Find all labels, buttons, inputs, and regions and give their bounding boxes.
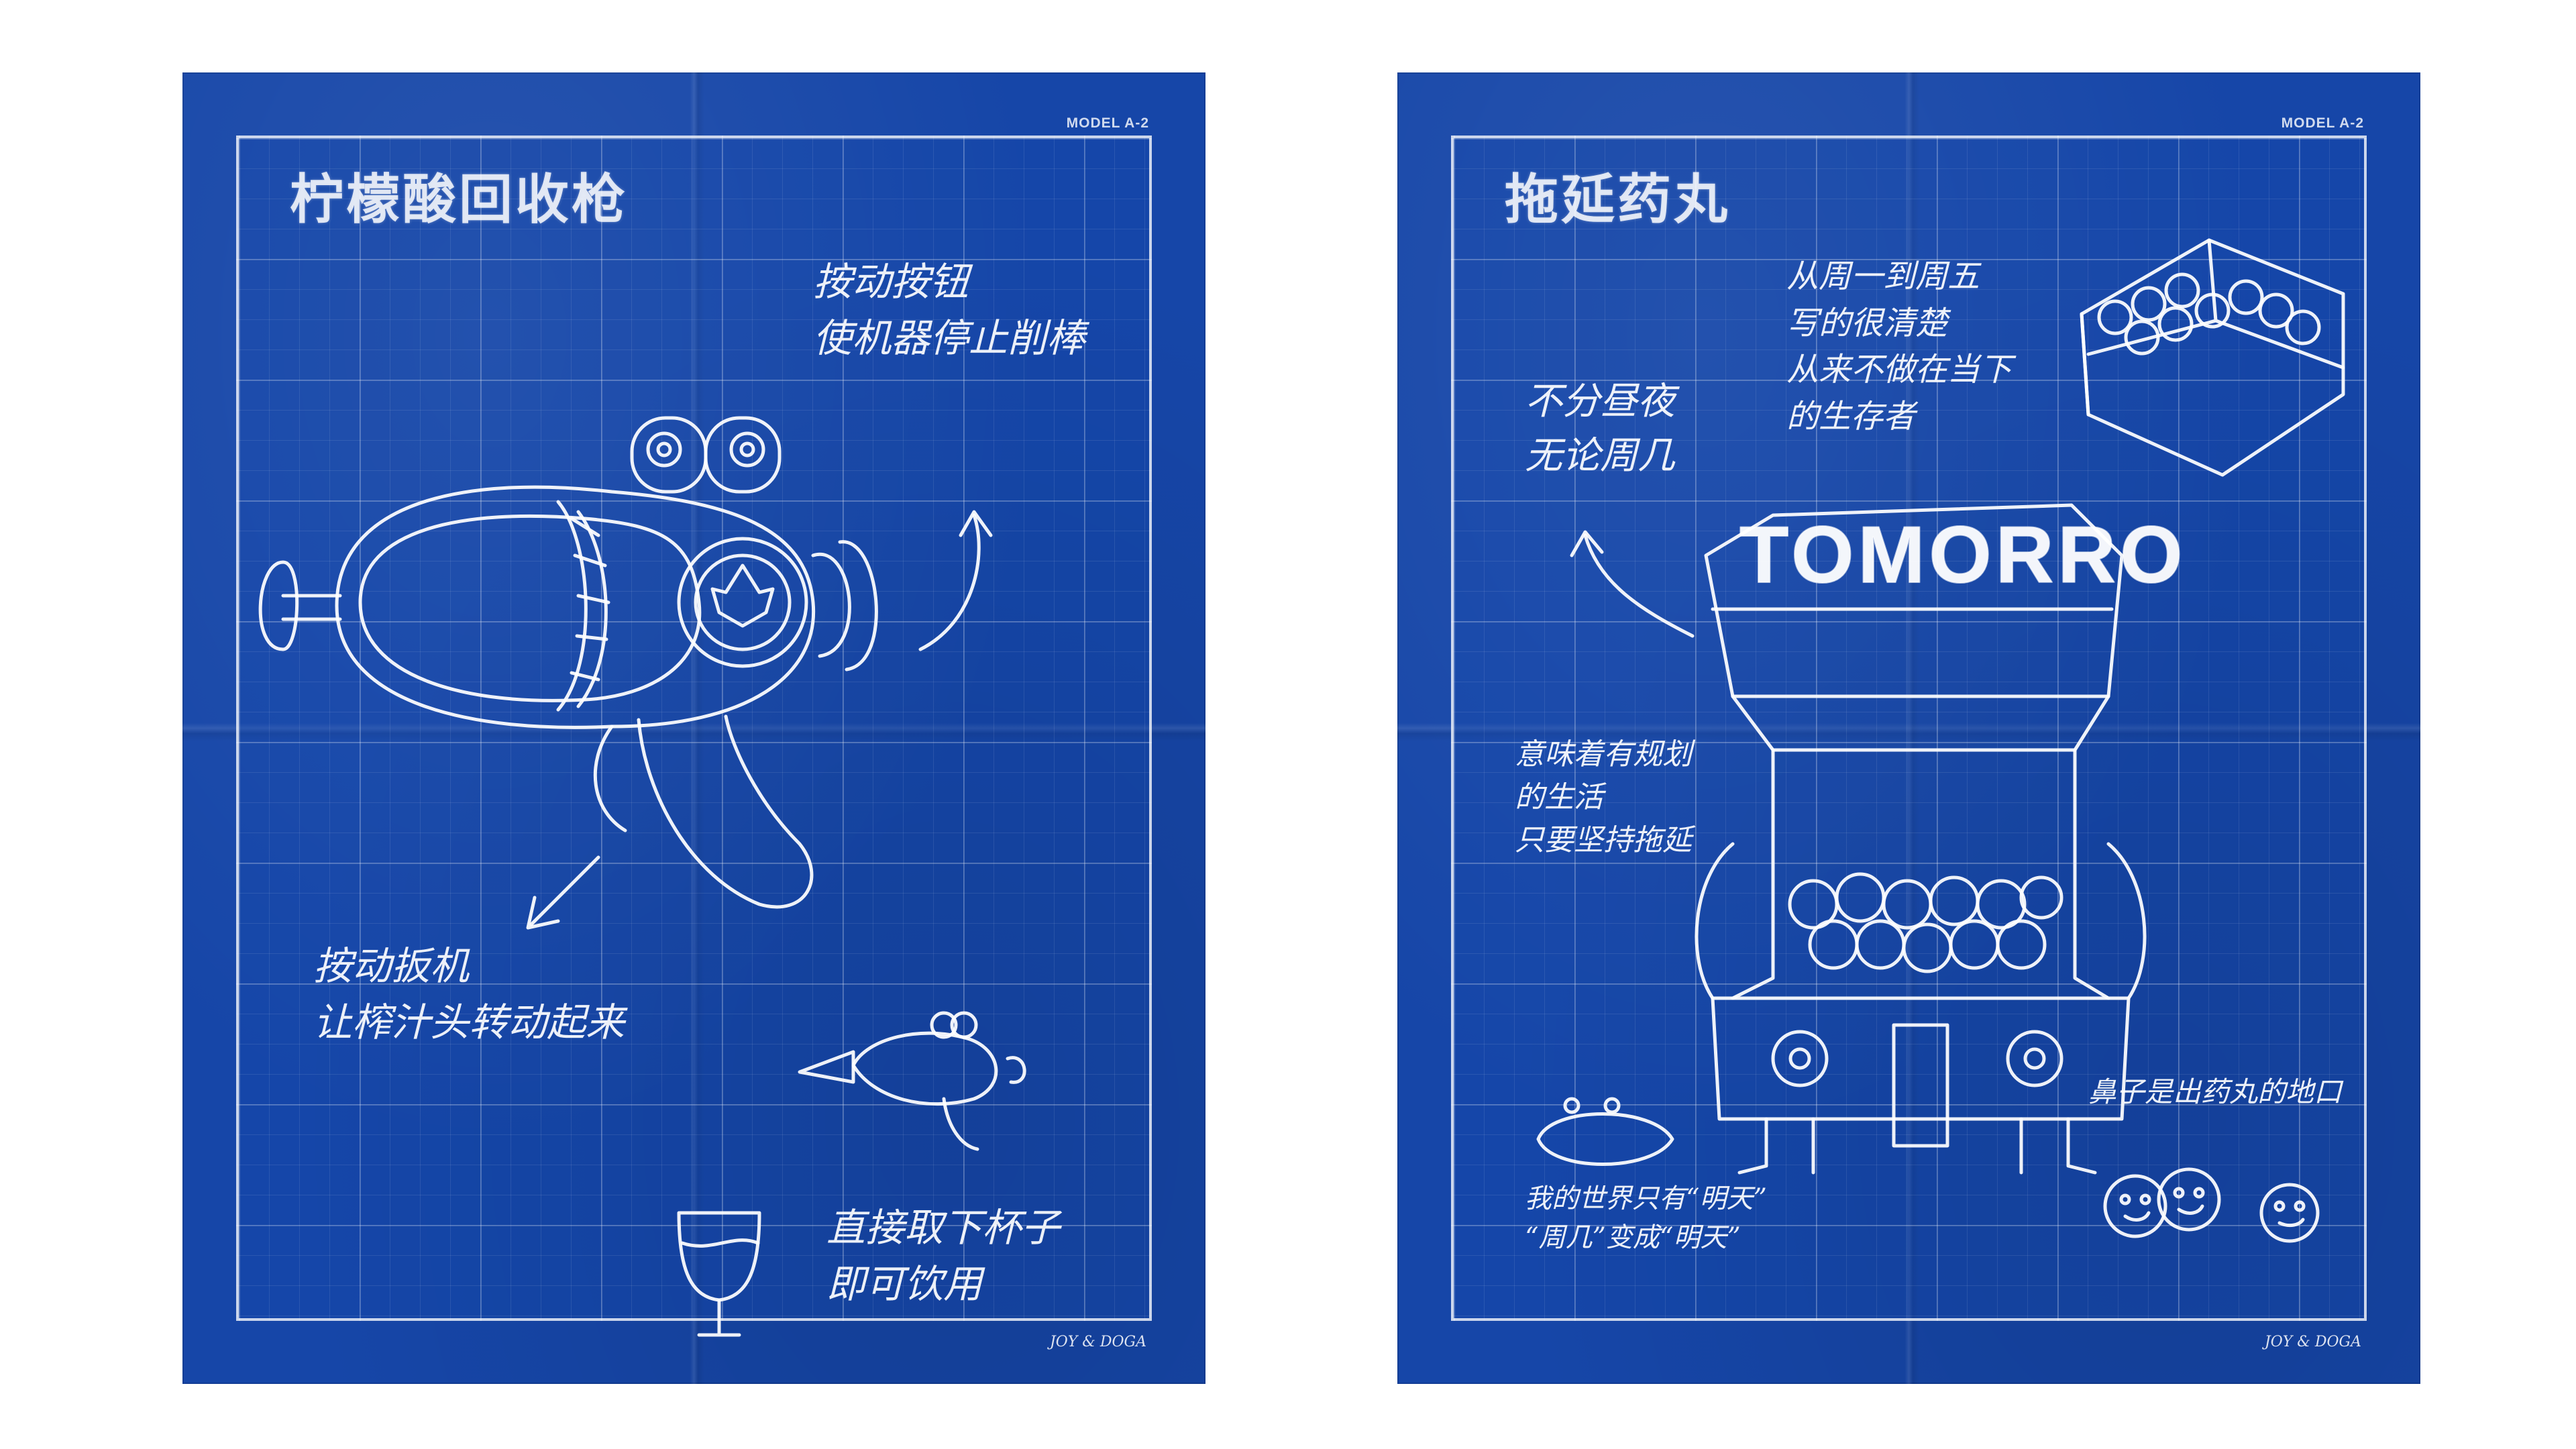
machine-label: TOMORRO	[1739, 510, 2186, 600]
note-day-night: 不分昼夜 无论周几	[1525, 380, 1675, 478]
note-weekdays: 从周一到周五 写的很清楚 从来不做在当下 的生存者	[1786, 258, 2012, 435]
pill-machine-sketch: TOMORRO	[1536, 238, 2345, 1243]
poster-title: 拖延药丸	[1505, 168, 1730, 231]
note-nose: 鼻子是出药丸的地口	[2088, 1075, 2343, 1108]
lemon-gun-sketch	[258, 416, 1026, 1337]
blueprint-poster-lemon-gun: MODEL A-2 柠檬酸回收枪	[182, 72, 1205, 1384]
model-label: MODEL A-2	[2281, 115, 2364, 131]
blueprint-grid-frame	[1451, 136, 2367, 1321]
signature: JOY & DOGA	[2264, 1334, 2361, 1350]
note-trigger: 按动扳机 让榨汁头转动起来	[313, 943, 625, 1046]
blueprint-poster-tomorrow-pill: MODEL A-2 拖延药丸	[1397, 72, 2420, 1384]
model-label: MODEL A-2	[1066, 115, 1149, 131]
note-cup: 直接取下杯子 即可饮用	[826, 1205, 1061, 1307]
blueprint-grid-frame	[236, 136, 1152, 1321]
note-tomorrow: 我的世界只有“明天” “周几”变成“明天”	[1525, 1183, 1767, 1253]
poster-title: 柠檬酸回收枪	[290, 168, 628, 231]
note-button: 按动按钮 使机器停止削棒	[813, 259, 1086, 362]
signature: JOY & DOGA	[1049, 1334, 1146, 1350]
note-plan: 意味着有规划 的生活 只要坚持拖延	[1515, 737, 1692, 857]
